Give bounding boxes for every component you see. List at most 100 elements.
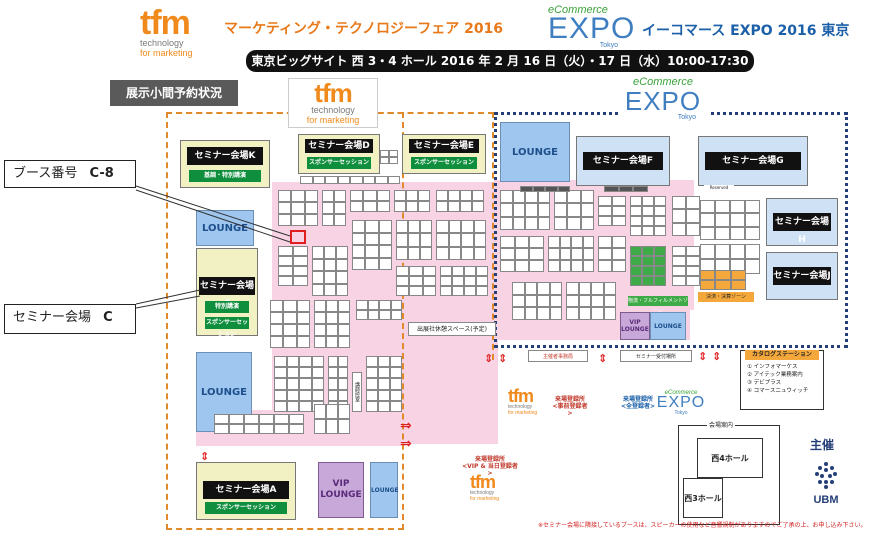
seminar-room-g[interactable]: セミナー会場G	[698, 136, 808, 186]
booth[interactable]	[672, 256, 686, 266]
booth[interactable]	[730, 226, 745, 240]
booth[interactable]	[464, 286, 476, 296]
booth[interactable]	[603, 294, 616, 308]
booth[interactable]	[525, 216, 538, 230]
booth[interactable]	[324, 283, 336, 296]
booth[interactable]	[270, 324, 284, 336]
booth[interactable]	[598, 196, 612, 206]
booth[interactable]	[571, 236, 583, 248]
booth[interactable]	[672, 276, 686, 286]
booth[interactable]	[686, 196, 700, 210]
booth[interactable]	[672, 266, 686, 276]
booth[interactable]	[512, 307, 525, 320]
booth[interactable]	[612, 248, 626, 260]
seminar-room-f[interactable]: セミナー会場F	[576, 136, 670, 186]
booth[interactable]	[473, 233, 486, 247]
booth[interactable]	[582, 260, 594, 272]
booth[interactable]	[476, 276, 488, 286]
booth[interactable]	[448, 220, 461, 234]
booth[interactable]	[598, 206, 612, 216]
booth[interactable]	[730, 244, 745, 259]
booth[interactable]	[352, 220, 366, 233]
booth[interactable]	[440, 276, 452, 286]
booth[interactable]	[314, 324, 326, 336]
booth[interactable]	[500, 236, 515, 248]
booth[interactable]	[390, 389, 402, 401]
booth[interactable]	[472, 201, 484, 212]
booth[interactable]	[672, 246, 686, 256]
booth[interactable]	[642, 216, 654, 226]
booth[interactable]	[524, 294, 537, 308]
booth[interactable]	[390, 367, 402, 379]
booth[interactable]	[686, 222, 700, 236]
booth[interactable]	[436, 220, 449, 234]
booth[interactable]	[512, 282, 525, 295]
booth[interactable]	[326, 312, 338, 324]
booth[interactable]	[686, 276, 700, 286]
booth[interactable]	[700, 270, 716, 280]
booth[interactable]	[559, 260, 571, 272]
booth[interactable]	[380, 157, 389, 164]
booth[interactable]	[452, 276, 464, 286]
booth[interactable]	[630, 216, 642, 226]
booth[interactable]	[598, 216, 612, 226]
booth[interactable]	[274, 414, 289, 424]
booth[interactable]	[289, 414, 304, 424]
booth[interactable]	[338, 378, 348, 390]
booth[interactable]	[461, 246, 474, 260]
booth[interactable]	[473, 246, 486, 260]
booth[interactable]	[715, 244, 730, 259]
booth[interactable]	[356, 300, 368, 310]
booth[interactable]	[559, 236, 571, 248]
booth[interactable]	[293, 246, 308, 256]
lounge-tfm-top[interactable]: LOUNGE	[196, 210, 254, 246]
booth[interactable]	[338, 312, 350, 324]
booth[interactable]	[436, 233, 449, 247]
booth[interactable]	[390, 300, 402, 310]
booth[interactable]	[630, 226, 642, 236]
booth[interactable]	[591, 294, 604, 308]
booth[interactable]	[476, 286, 488, 296]
booth[interactable]	[390, 378, 402, 390]
booth[interactable]	[278, 276, 293, 286]
booth[interactable]	[338, 324, 350, 336]
booth[interactable]	[299, 389, 312, 401]
booth[interactable]	[311, 389, 324, 401]
booth[interactable]	[326, 324, 338, 336]
booth[interactable]	[578, 294, 591, 308]
booth[interactable]	[338, 419, 350, 434]
booth[interactable]	[334, 214, 346, 226]
booth[interactable]	[314, 336, 326, 348]
booth[interactable]	[612, 236, 626, 248]
booth[interactable]	[672, 196, 686, 210]
booth[interactable]	[352, 245, 366, 258]
booth[interactable]	[299, 378, 312, 390]
booth[interactable]	[642, 256, 654, 266]
lounge-ec-vip-side[interactable]: LOUNGE	[650, 312, 686, 340]
booth[interactable]	[630, 256, 642, 266]
booth[interactable]	[387, 176, 400, 184]
booth[interactable]	[338, 300, 350, 312]
booth[interactable]	[514, 260, 530, 272]
booth[interactable]	[630, 206, 642, 216]
booth[interactable]	[700, 244, 715, 259]
booth[interactable]	[379, 310, 391, 320]
booth[interactable]	[283, 336, 297, 348]
booth[interactable]	[286, 378, 299, 390]
booth[interactable]	[700, 280, 716, 290]
booth[interactable]	[378, 389, 390, 401]
booth[interactable]	[299, 356, 312, 368]
booth[interactable]	[289, 424, 304, 434]
booth[interactable]	[554, 216, 568, 230]
booth[interactable]	[324, 258, 336, 271]
lounge-bottom-small[interactable]: LOUNGE	[370, 462, 399, 518]
booth-c8-highlight[interactable]	[290, 230, 306, 244]
booth[interactable]	[389, 157, 398, 164]
booth[interactable]	[715, 213, 730, 227]
booth[interactable]	[378, 367, 390, 379]
booth[interactable]	[394, 201, 406, 212]
booth[interactable]	[390, 400, 402, 412]
booth[interactable]	[338, 389, 348, 401]
booth[interactable]	[512, 216, 525, 230]
